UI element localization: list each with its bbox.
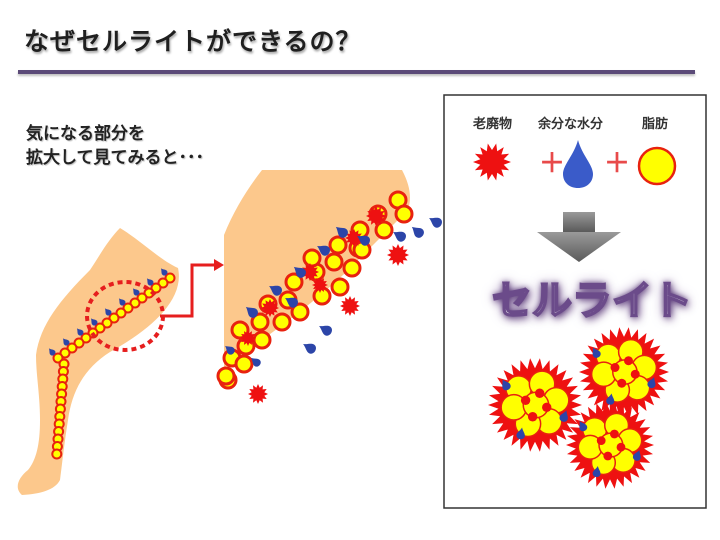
zoom-waste-burst [261,299,279,317]
leg-silhouette [17,228,179,495]
waste-legend-icon [473,143,511,181]
zoom-fat-cell [302,248,322,268]
zoom-water-drop [285,297,298,308]
cluster-water-drop [502,379,511,391]
cluster-water-drop [559,410,568,422]
leg-water-drop [146,278,154,286]
zoom-fat-cell [324,252,344,272]
zoom-fat-cell [272,312,292,332]
cluster-water-drop [647,377,656,389]
fat-label: 脂肪 [642,117,669,132]
zoom-fat-cell [250,312,270,332]
cluster-water-drop [592,347,601,358]
leg-water-drop [62,338,70,346]
leg-water-drop [48,348,56,356]
cluster-waste-dot [610,429,619,439]
zoom-water-drop [429,217,442,228]
cluster-waste-dot [542,402,552,413]
zoom-arrow-head [214,259,224,271]
zoom-fat-cells [216,190,442,404]
leg-water-drop [118,298,126,306]
cluster-waste-dot [596,436,606,445]
zoom-waste-burst [387,244,409,266]
caption-line-2: 拡大して見てみると･･･ [26,148,204,168]
cluster-water-drop [516,427,525,440]
zoom-waste-burst [301,263,319,281]
zoom-waste-burst [248,384,268,404]
zoom-fat-cell [330,277,350,297]
leg-water-drop [132,288,140,296]
waste-label: 老廃物 [473,117,513,132]
zoom-water-drop [335,226,348,238]
zoom-water-drop [411,226,424,238]
zoom-fat-cell [394,204,414,224]
cluster-water-drop [579,421,588,432]
zoom-fat-cell [216,366,236,386]
zoom-waste-burst [312,277,328,293]
zoom-water-drop [319,325,332,336]
zoom-waste-burst [340,296,360,316]
cluster-water-drop [606,393,615,405]
zoom-waste-burst [240,330,256,346]
zoom-fat-cell [234,354,254,374]
cluster-waste-dot [617,378,627,388]
plus-sign-2: ＋ [604,149,630,179]
zoom-fat-cell [374,220,394,240]
zoom-water-drop [245,306,258,318]
cellulite-label: セルライト [491,277,693,325]
zoom-waste-burst [366,206,386,226]
zoom-water-drop [317,245,330,256]
zoom-fat-cell [342,258,362,278]
zoom-water-drop [225,345,235,355]
cluster-waste-dot [616,442,626,452]
zoom-water-drop [269,285,282,296]
zoom-water-drop [293,266,306,278]
zoom-water-drop [393,231,406,242]
water-label: 余分な水分 [538,117,604,132]
leg-water-drop [104,308,112,316]
zoom-waste-burst [345,229,363,247]
zoom-connector-arrow [160,263,214,318]
leg-water-drop [76,328,84,336]
leg-fat-cell [51,448,63,460]
slide-title: なぜセルライトができるの？ [24,27,362,56]
result-arrow [537,212,621,262]
zoom-water-drop [357,235,370,246]
zoom-fat-cell [252,330,272,350]
title-divider [18,70,695,74]
cluster-waste-dot [610,363,620,372]
zoom-fat-cell [328,235,348,255]
cluster-waste-dot [535,388,545,398]
leg-fat-cells [48,268,176,460]
cellulite-clusters [488,327,669,489]
cluster-waste-dot [520,395,531,405]
leg-water-drop [160,268,168,276]
zoom-fat-cell [290,302,310,322]
water-drop-icon [563,140,593,188]
zoom-fat-cell [284,272,304,292]
zoom-water-drop [251,357,261,367]
cluster-waste-dot [624,356,633,366]
caption-line-1: 気になる部分を [26,124,145,144]
cluster-water-drop [592,466,601,478]
cluster-water-drop [632,450,641,461]
cluster-waste-dot [603,451,613,461]
fat-legend-icon [637,146,677,186]
zoom-water-drop [303,343,316,354]
cluster-waste-dot [527,412,538,422]
cluster-waste-dot [630,369,640,379]
leg-water-drop [90,318,98,326]
plus-sign-1: ＋ [539,149,565,179]
zoom-caption: 気になる部分を 拡大して見てみると･･･ [26,122,204,170]
